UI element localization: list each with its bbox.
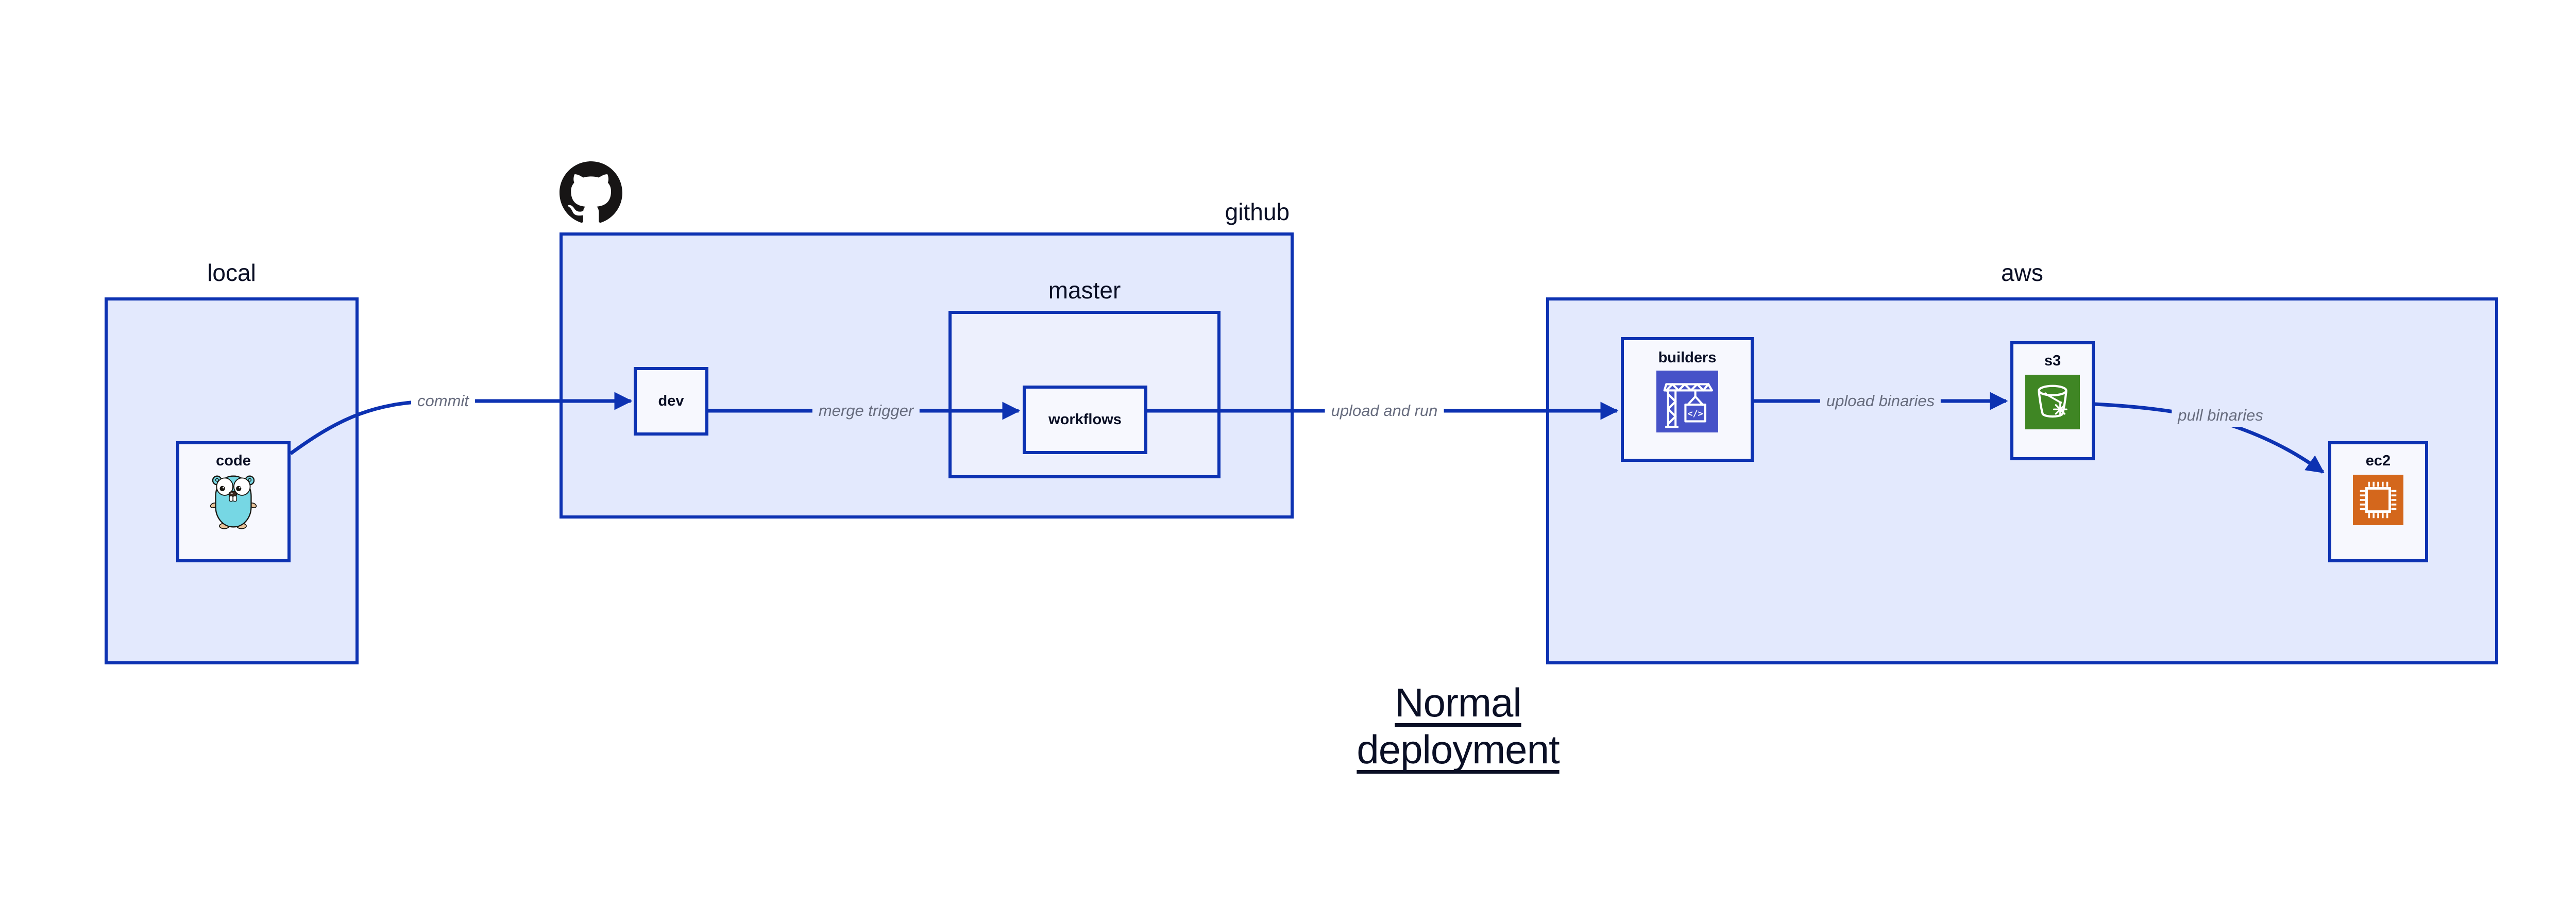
node-builders: builders </> bbox=[1621, 337, 1754, 462]
go-gopher-icon bbox=[210, 475, 257, 529]
aws-codebuild-icon: </> bbox=[1656, 371, 1718, 432]
container-label-master: master bbox=[1048, 277, 1121, 304]
edge-label-merge-trigger: merge trigger bbox=[812, 399, 920, 422]
aws-ec2-icon bbox=[2353, 475, 2403, 525]
container-label-aws: aws bbox=[2001, 259, 2043, 286]
edge-label-upload-binaries: upload binaries bbox=[1820, 390, 1941, 412]
edge-label-pull-binaries: pull binaries bbox=[2172, 404, 2269, 427]
github-octocat-icon bbox=[560, 161, 622, 223]
node-s3: s3 bbox=[2010, 341, 2095, 460]
codebuild-code-glyph: </> bbox=[1687, 408, 1703, 419]
node-dev: dev bbox=[634, 367, 708, 436]
aws-s3-icon bbox=[2025, 375, 2080, 429]
node-label-ec2: ec2 bbox=[2365, 453, 2391, 469]
diagram-title: Normal deployment bbox=[1357, 680, 1560, 772]
edge-label-commit: commit bbox=[411, 390, 475, 412]
node-label-s3: s3 bbox=[2044, 353, 2061, 369]
node-workflows: workflows bbox=[1023, 386, 1147, 454]
node-label-code: code bbox=[216, 453, 251, 469]
container-label-github: github bbox=[1225, 198, 1290, 225]
container-label-local: local bbox=[207, 259, 256, 286]
node-label-builders: builders bbox=[1658, 349, 1717, 366]
node-label-dev: dev bbox=[658, 393, 684, 409]
node-label-workflows: workflows bbox=[1048, 411, 1122, 428]
edge-label-upload-and-run: upload and run bbox=[1325, 399, 1444, 422]
node-code: code bbox=[176, 441, 291, 562]
node-ec2: ec2 bbox=[2328, 441, 2428, 562]
